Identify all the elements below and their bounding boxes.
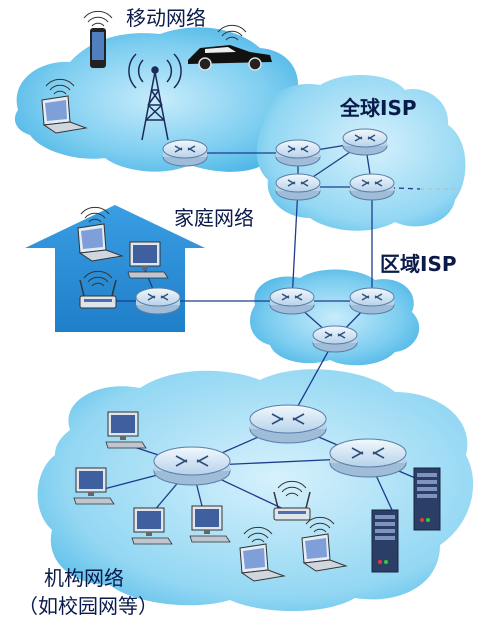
wifi-signal-icon xyxy=(83,10,113,27)
smartphone-icon xyxy=(90,28,106,68)
server-icon xyxy=(413,467,441,531)
global-isp-label: 全球ISP xyxy=(340,96,417,120)
router-icon xyxy=(312,325,358,353)
router-icon xyxy=(275,173,321,201)
router-icon xyxy=(275,139,321,167)
institution-network-sublabel: （如校园网等） xyxy=(18,594,158,618)
institution-network-label: 机构网络 xyxy=(44,566,124,590)
router-icon xyxy=(162,139,208,167)
router-icon xyxy=(349,173,395,201)
home-network-label: 家庭网络 xyxy=(174,206,254,230)
router-icon xyxy=(329,438,407,478)
car-icon xyxy=(188,45,272,71)
mobile-network-label: 移动网络 xyxy=(126,6,206,30)
router-icon xyxy=(135,287,181,315)
server-icon xyxy=(371,509,399,573)
institutional-network-cloud xyxy=(37,369,474,612)
router-icon xyxy=(269,287,315,315)
router-icon xyxy=(153,446,231,486)
router-icon xyxy=(349,287,395,315)
regional-isp-label: 区域ISP xyxy=(380,252,457,276)
cell-tower-icon xyxy=(128,53,182,141)
router-icon xyxy=(249,404,327,444)
router-icon xyxy=(342,128,388,156)
